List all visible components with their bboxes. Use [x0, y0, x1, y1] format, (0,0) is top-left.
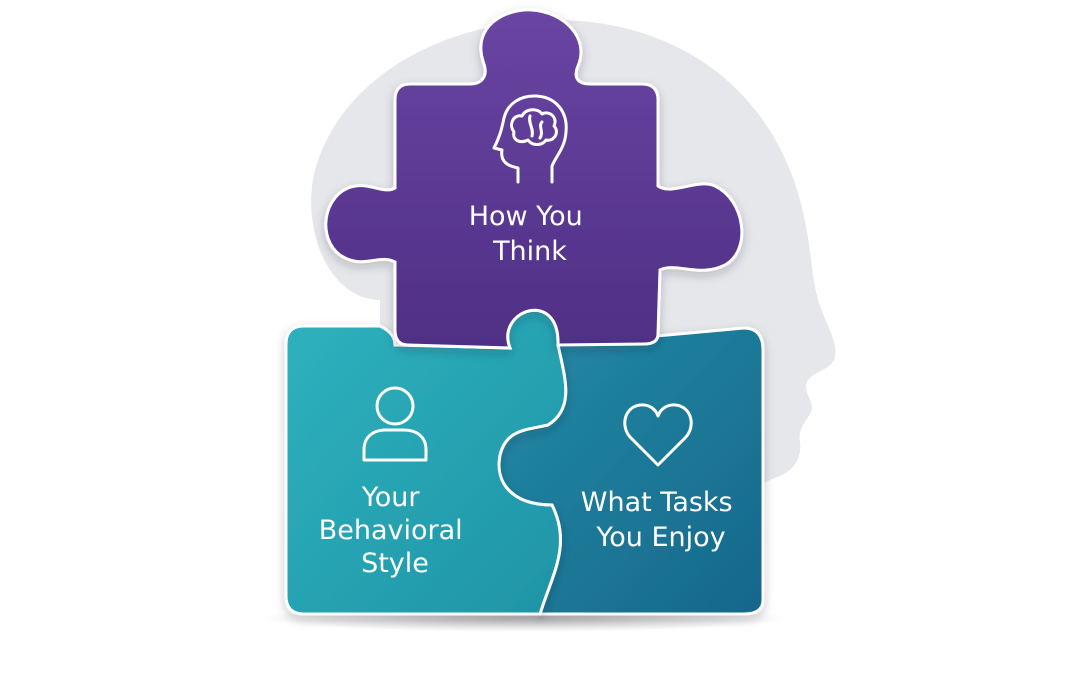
brain-head-icon [492, 94, 568, 184]
puzzle-piece-top [324, 8, 744, 350]
person-icon [362, 386, 428, 462]
left-piece-label: Your Behavioral Style [319, 482, 472, 579]
left-label-line2: Behavioral [319, 515, 463, 546]
heart-icon [623, 403, 693, 467]
right-label-line2: You Enjoy [595, 522, 725, 553]
top-label-line2: Think [492, 236, 567, 267]
left-label-line1: Your [361, 482, 421, 513]
left-label-line3: Style [361, 548, 429, 579]
top-label-line1: How You [469, 201, 583, 232]
top-piece-label: How You Think [469, 201, 592, 267]
right-piece-label: What Tasks You Enjoy [581, 487, 741, 553]
right-label-line1: What Tasks [581, 487, 733, 518]
